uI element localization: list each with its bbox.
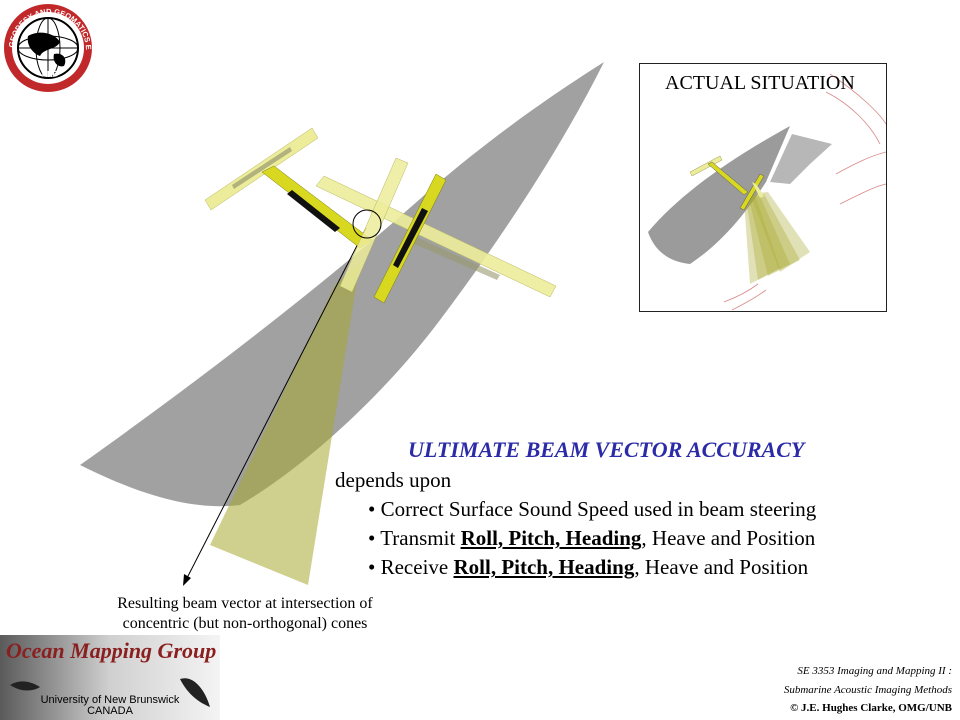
country-line: CANADA: [87, 705, 133, 717]
transmit-array-a: [261, 165, 373, 249]
bullet-prefix: • Receive: [368, 555, 454, 579]
seal-lettering: GEODESY AND GEOMATICS ENGINEERING UNB: [4, 4, 93, 79]
bullet-transmit: • Transmit Roll, Pitch, Heading, Heave a…: [368, 526, 815, 551]
omg-logo-graphic: [0, 635, 220, 720]
bullet-receive: • Receive Roll, Pitch, Heading, Heave an…: [368, 555, 808, 580]
inset-title: ACTUAL SITUATION: [665, 72, 855, 94]
bullet-prefix: • Transmit: [368, 526, 461, 550]
fish-icon-right: [180, 678, 210, 707]
receive-array-c: [339, 157, 409, 293]
seal-text-bottom: UNB: [41, 69, 59, 79]
inset-beam-fan: [744, 192, 810, 284]
inset-arrays: [689, 155, 765, 211]
svg-text:UNB: UNB: [41, 69, 59, 79]
svg-text:GEODESY AND GEOMATICS ENGINEER: GEODESY AND GEOMATICS ENGINEERING: [4, 4, 93, 50]
course-line-2: Submarine Acoustic Imaging Methods: [783, 684, 952, 696]
inset-swath-fan-b: [770, 134, 832, 184]
headline: ULTIMATE BEAM VECTOR ACCURACY: [408, 437, 805, 462]
beam-vector-caption: Resulting beam vector at intersection of…: [80, 594, 410, 634]
bullet-emphasis: Roll, Pitch, Heading: [453, 555, 635, 579]
seal-text-top: GEODESY AND GEOMATICS ENGINEERING: [4, 4, 93, 50]
caption-line-1: Resulting beam vector at intersection of: [117, 595, 373, 612]
bullet-suffix: , Heave and Position: [634, 555, 809, 579]
intersection-circle: [352, 209, 382, 239]
omg-university: University of New Brunswick CANADA: [40, 695, 180, 717]
copyright: © J.E. Hughes Clarke, OMG/UNB: [790, 702, 952, 714]
inset-wavefronts: [723, 73, 886, 311]
inset-swath-fan: [648, 126, 790, 264]
transmit-array-b: [373, 173, 447, 304]
university-line: University of New Brunswick: [40, 694, 180, 706]
unb-seal: [4, 4, 92, 92]
bullet-emphasis: Roll, Pitch, Heading: [460, 526, 642, 550]
actual-situation-inset: ACTUAL SITUATION: [639, 63, 887, 312]
receive-array-a: [204, 127, 319, 211]
beam-vector-line: [185, 227, 367, 581]
bullet-sound-speed: • Correct Surface Sound Speed used in be…: [368, 497, 816, 522]
fish-icon: [10, 681, 40, 691]
depends-upon-text: depends upon: [335, 468, 452, 492]
course-line-1: SE 3353 Imaging and Mapping II :: [797, 665, 952, 677]
omg-title: Ocean Mapping Group: [6, 638, 217, 663]
beam-cone: [210, 262, 360, 585]
caption-line-2: concentric (but non-orthogonal) cones: [122, 615, 368, 632]
inset-diagram: [648, 73, 886, 311]
bullet-suffix: , Heave and Position: [641, 526, 816, 550]
bullet-prefix: • Correct Surface Sound Speed used in be…: [368, 497, 817, 521]
beam-vector-arrowhead: [183, 574, 191, 586]
